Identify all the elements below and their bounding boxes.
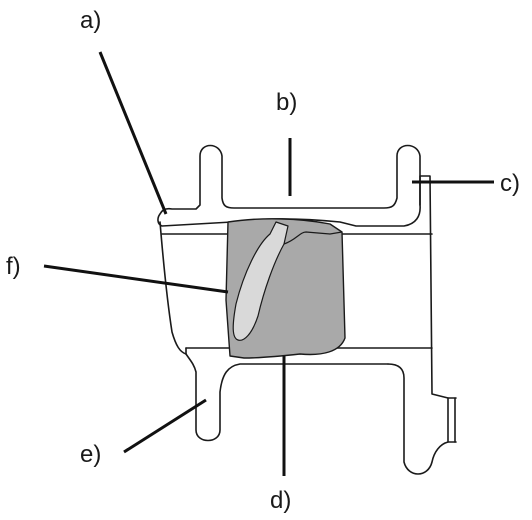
left-tapered-edge — [159, 221, 187, 355]
label-a: a) — [80, 7, 101, 34]
right-body-outline — [387, 175, 449, 475]
label-c: c) — [500, 170, 520, 197]
leader-e — [123, 398, 207, 454]
light-wedge — [232, 221, 289, 341]
leader-a — [98, 51, 168, 215]
insert-step — [283, 231, 343, 245]
label-d: d) — [270, 487, 291, 514]
lower-flange-outline — [185, 353, 389, 442]
leader-f — [43, 264, 229, 294]
label-f: f) — [6, 253, 21, 280]
label-b: b) — [276, 89, 297, 116]
label-e: e) — [80, 441, 101, 468]
